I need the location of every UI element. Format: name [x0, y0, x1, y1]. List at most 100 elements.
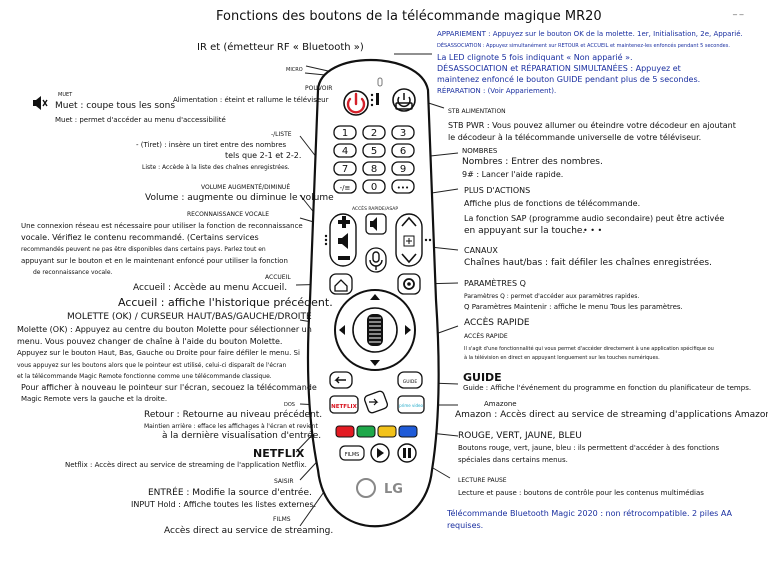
channel-up-icon [401, 216, 417, 227]
pairing-line-5: maintenez enfoncé le bouton GUIDE pendan… [437, 75, 701, 84]
volume-icon [338, 233, 348, 249]
saisir-line-2: INPUT Hold : Affiche toutes les listes e… [131, 500, 317, 509]
voice-line-5: de reconnaissance vocale. [33, 269, 113, 276]
accueil-line-1: Accueil : Accède au menu Accueil. [133, 283, 288, 293]
number-button [333, 179, 357, 194]
home-icon [334, 279, 348, 292]
nombres-tag: NOMBRES [462, 147, 498, 155]
number-button-label: 8 [371, 164, 377, 175]
accueil-line-2: Accueil : affiche l'historique précédent… [118, 296, 333, 309]
plus-desc: Affiche plus de fonctions de télécommand… [464, 199, 641, 208]
netflix-button [329, 395, 359, 414]
acces-line-2: à la télévision en direct en appuyant lo… [464, 355, 660, 361]
number-button [362, 179, 386, 194]
acces-sub: ACCÈS RAPIDE [464, 333, 508, 340]
gear-icon [403, 278, 415, 290]
guide-tag: GUIDE [463, 371, 502, 384]
stb-tag: STB ALIMENTATION [448, 108, 506, 115]
amazon-logo: prime video [399, 403, 423, 408]
input-icon [369, 398, 379, 406]
molette-line-7: Magic Remote vers la gauche et la droite… [21, 395, 168, 403]
dos-line-3: à la dernière visualisation d'entrée. [162, 431, 322, 441]
pause-button [397, 443, 417, 463]
volume-up-icon [338, 216, 350, 228]
microphone-icon [369, 251, 383, 270]
films-button [339, 445, 365, 461]
arrow-left-icon [339, 325, 345, 335]
arrow-up-icon [370, 294, 380, 300]
liste-tag: -/LISTE [271, 131, 292, 138]
muet-tag: MUET [58, 92, 73, 98]
param-line-2: Q Paramètres Maintenir : affiche le menu… [464, 303, 683, 311]
liste-line-2: tels que 2-1 et 2-2. [225, 151, 302, 160]
lg-logo-icon [356, 478, 376, 498]
molette-line-5: et la télécommande Magic Remote fonction… [17, 373, 272, 380]
films-desc: Accès direct au service de streaming. [164, 526, 334, 536]
mute-speaker-icon [33, 96, 48, 110]
liste-line-1: - (Tiret) : insère un tiret entre des no… [136, 141, 287, 149]
molette-line-1: Molette (OK) : Appuyez au centre du bout… [17, 325, 312, 334]
molette-tag: MOLETTE (OK) / CURSEUR HAUT/BAS/GAUCHE/D… [67, 312, 312, 322]
lecture-desc: Lecture et pause : boutons de contrôle p… [458, 489, 704, 497]
dos-line-2: Maintien arrière : efface les affichages… [144, 423, 318, 430]
stb-power-icon [395, 93, 413, 110]
accueil-tag: ACCUEIL [265, 274, 291, 281]
number-button [391, 179, 415, 194]
number-pad [333, 125, 415, 194]
power-icon [346, 92, 366, 114]
quick-access-small-label: ACCÈS RAPIDE/ASAP [352, 204, 398, 212]
nombres-line-1: Nombres : Entrer des nombres. [462, 157, 603, 167]
dos-line-1: Retour : Retourne au niveau précédent. [144, 410, 323, 420]
number-button-label: -/≡ [340, 184, 351, 192]
pouvoir-tag: POUVOIR [305, 85, 333, 92]
lecture-tag: LECTURE PAUSE [458, 477, 507, 484]
mute-icon [370, 217, 377, 231]
acces-line-1: Il s'agit d'une fonctionnalité qui vous … [464, 346, 714, 352]
number-button-label: 7 [342, 164, 348, 175]
number-button-label: ••• [397, 184, 409, 192]
number-button [362, 161, 386, 176]
number-button [333, 143, 357, 158]
volume-desc: Volume : augmente ou diminue le volume [145, 193, 334, 203]
param-line-1: Paramètres Q : permet d'accéder aux para… [464, 293, 640, 300]
molette-line-2: menu. Vous pouvez changer de chaîne à l'… [17, 337, 283, 346]
voice-button [365, 247, 387, 273]
saisir-line-1: ENTRÉE : Modifie la source d'entrée. [148, 488, 312, 498]
pairing-line-2: DÉSASSOCIATION : Appuyez simultanément s… [437, 43, 730, 49]
volume-tag: VOLUME AUGMENTÉ/DIMINUÉ [201, 184, 291, 191]
back-icon [334, 376, 346, 384]
amazon-tag: Amazone [484, 400, 517, 408]
molette-line-4: vous appuyez sur les boutons alors que l… [17, 362, 287, 369]
pouvoir-desc: Alimentation : éteint et rallume le télé… [173, 96, 329, 104]
corner-mark: _ _ [733, 6, 744, 15]
green-button [356, 425, 376, 438]
number-button [333, 161, 357, 176]
voice-line-1: Une connexion réseau est nécessaire pour… [21, 222, 303, 230]
number-button [391, 143, 415, 158]
nombres-line-2: 9# : Lancer l'aide rapide. [462, 170, 564, 179]
pairing-line-4: DÉSASSOCIATION et RÉPARATION SIMULTANÉES… [437, 64, 681, 73]
pause-icon [403, 448, 411, 458]
netflix-desc: Netflix : Accès direct au service de str… [65, 461, 307, 469]
number-button-label: 9 [400, 164, 406, 175]
number-button [333, 125, 357, 140]
pairing-line-1: APPARIEMENT : Appuyez sur le bouton OK d… [437, 30, 743, 38]
number-button-label: 6 [400, 146, 406, 157]
microphone-hole-icon [377, 77, 383, 87]
films-tag: FILMS [273, 516, 291, 523]
voice-line-4: appuyant sur le bouton et en le maintena… [21, 257, 288, 265]
amazon-button [397, 395, 425, 414]
number-button-label: 0 [371, 182, 377, 193]
number-button-label: 1 [342, 128, 348, 139]
number-button [362, 125, 386, 140]
pairing-line-3: La LED clignote 5 fois indiquant « Non a… [437, 53, 633, 62]
led-dots-icon [370, 93, 374, 107]
number-button-label: 5 [371, 146, 377, 157]
muet-title: Muet : coupe tous les sons [55, 101, 176, 111]
guide-button [397, 371, 423, 389]
molette-line-3: Appuyez sur le bouton Haut, Bas, Gauche … [17, 349, 300, 357]
dos-tag: DOS [284, 402, 295, 408]
voice-tag: RECONNAISSANCE VOCALE [187, 211, 270, 218]
number-button-label: 2 [371, 128, 377, 139]
